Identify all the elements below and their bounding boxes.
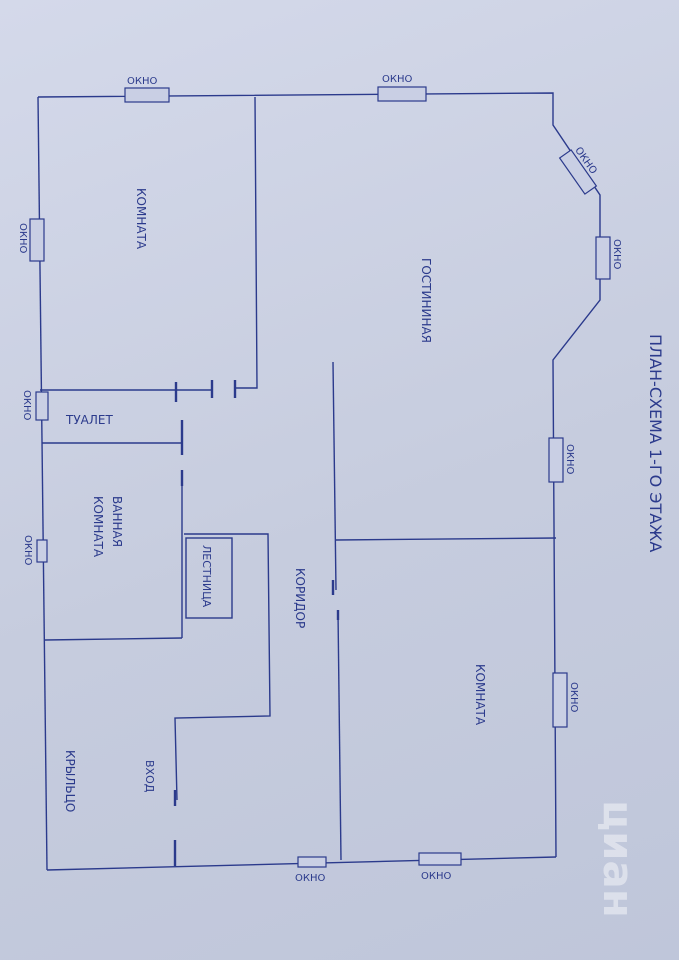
window-bottom-right — [418, 852, 462, 866]
walls — [37, 92, 601, 871]
door-marks — [173, 380, 340, 866]
window-label-bath: ОКНО — [22, 535, 33, 565]
window-label-bottom-left: ОКНО — [295, 873, 325, 884]
window-top-mid — [377, 86, 427, 102]
window-label-right-lower: ОКНО — [568, 682, 579, 712]
outer-wall-top — [37, 92, 601, 858]
window-right-upper — [548, 437, 564, 483]
window-label-toilet: ОКНО — [21, 390, 32, 420]
window-toilet — [35, 391, 49, 421]
plan-title: ПЛАН-СХЕМА 1-ГО ЭТАЖА — [646, 334, 665, 552]
window-top-left — [124, 87, 170, 103]
room-label-toilet: ТУАЛЕТ — [65, 413, 113, 427]
wall-living-bottom — [335, 537, 557, 541]
window-label-right-upper: ОКНО — [564, 444, 575, 474]
stairs-box — [185, 537, 233, 619]
stairs-outline — [174, 533, 271, 801]
label-entrance: ВХОД — [143, 760, 156, 793]
wall-bath-bottom — [44, 637, 183, 641]
window-label-top-left: ОКНО — [127, 76, 157, 87]
window-label-bottom-right: ОКНО — [421, 871, 451, 882]
room-label-living: ГОСТИНИНАЯ — [419, 258, 433, 343]
window-label-bay-lower: ОКНО — [611, 239, 622, 269]
window-right-lower — [552, 672, 568, 728]
room-label-bath-1: ВАННАЯ — [110, 496, 124, 547]
label-porch: КРЫЛЬЦО — [63, 750, 77, 812]
watermark-logo: циан — [594, 800, 643, 918]
room-label-corridor: КОРИДОР — [293, 568, 307, 628]
outer-wall-left — [37, 96, 48, 871]
window-bay-upper — [558, 149, 598, 195]
window-label-left-upper: ОКНО — [17, 223, 28, 253]
window-bay-lower — [595, 236, 611, 280]
window-label-top-mid: ОКНО — [382, 74, 412, 85]
window-left-upper — [29, 218, 45, 262]
wall-corridor-lower — [337, 611, 342, 861]
room-label-left: КОМНАТА — [134, 188, 148, 250]
room-label-right: КОМНАТА — [473, 664, 487, 726]
window-bath — [36, 539, 48, 563]
wall-room-left — [235, 96, 258, 389]
room-label-stairs: ЛЕСТНИЦА — [200, 545, 213, 608]
room-label-bath-2: КОМНАТА — [91, 496, 105, 558]
wall-corridor-upper — [332, 361, 337, 591]
window-bottom-left — [297, 856, 327, 868]
